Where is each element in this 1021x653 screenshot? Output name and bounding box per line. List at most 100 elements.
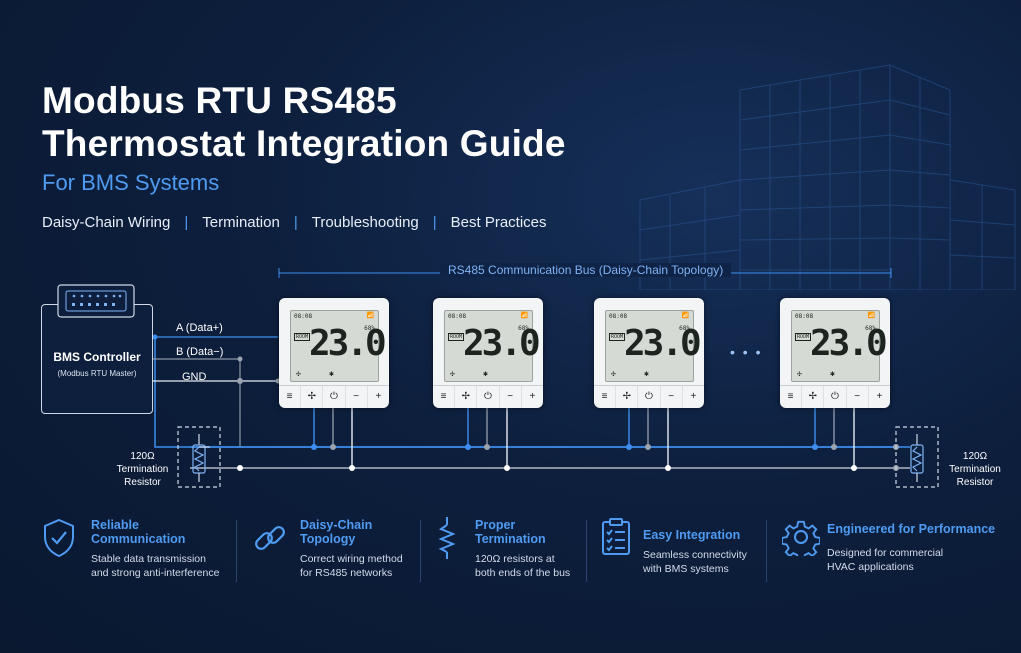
resistor-caption: Termination	[116, 464, 169, 475]
snowflake-icon: ✱	[329, 369, 334, 378]
menu-button[interactable]: ≡	[433, 386, 456, 408]
menu-button[interactable]: ≡	[780, 386, 803, 408]
termination-resistor-right	[895, 426, 939, 488]
resistor-caption: Termination	[949, 464, 1001, 475]
plus-button[interactable]: +	[690, 391, 697, 402]
lcd-time: 08:08	[294, 313, 313, 320]
resistor-value: 120Ω	[130, 451, 155, 462]
lcd-room-tag: ROOM	[448, 333, 465, 341]
snowflake-icon: ✱	[483, 369, 488, 378]
tag-termination: Termination	[202, 214, 280, 231]
fan-icon: ✣	[296, 369, 301, 378]
wifi-icon: 📶	[366, 312, 374, 319]
thermostat-buttons: ≡ ✢ ⏻ − +	[433, 385, 543, 408]
menu-button[interactable]: ≡	[279, 386, 302, 408]
power-button[interactable]: ⏻	[477, 386, 500, 408]
lcd-time: 08:08	[795, 313, 814, 320]
topic-tags: Daisy-Chain Wiring | Termination | Troub…	[42, 214, 547, 231]
feature-title: Topology	[300, 532, 356, 546]
divider	[766, 520, 767, 582]
power-button[interactable]: ⏻	[638, 386, 661, 408]
wire-label-b: B (Data−)	[176, 346, 224, 358]
feature-title: Reliable	[91, 518, 139, 532]
page-title-line2: Thermostat Integration Guide	[42, 123, 566, 164]
plus-button[interactable]: +	[375, 391, 382, 402]
thermostat-buttons: ≡ ✢ ⏻ − +	[279, 385, 389, 408]
chain-link-icon	[255, 526, 285, 550]
snowflake-icon: ✱	[644, 369, 649, 378]
fan-button[interactable]: ✢	[455, 386, 478, 408]
minus-button[interactable]: −	[847, 386, 869, 408]
fan-icon: ✣	[450, 369, 455, 378]
page-title-line1: Modbus RTU RS485	[42, 80, 397, 121]
bms-controller: BMS Controller (Modbus RTU Master)	[41, 284, 153, 414]
fan-icon: ✣	[797, 369, 802, 378]
feature-desc: Correct wiring method for RS485 networks	[300, 552, 403, 580]
lcd-temperature: 23.0	[810, 323, 888, 364]
resistor-caption: Resistor	[956, 477, 994, 488]
snowflake-icon: ✱	[830, 369, 835, 378]
lcd-humidity: 68%	[679, 325, 690, 332]
feature-desc-line: with BMS systems	[643, 563, 729, 575]
feature-title: Engineered for Performance	[827, 522, 996, 536]
resistor-label-left: 120Ω Termination Resistor	[110, 450, 175, 489]
feature-title: Easy Integration	[643, 528, 741, 542]
wifi-icon: 📶	[867, 312, 875, 319]
lcd-room-tag: ROOM	[294, 333, 311, 341]
lcd-humidity: 68%	[364, 325, 375, 332]
gear-icon	[782, 520, 820, 556]
thermostat-3: 08:08 📶 ROOM 23.0 68% ✣ ✱ ≡ ✢ ⏻ − +	[594, 298, 704, 408]
lcd-room-tag: ROOM	[609, 333, 626, 341]
feature-title: Termination	[475, 532, 546, 546]
feature-desc-line: and strong anti-interference	[91, 567, 220, 579]
menu-button[interactable]: ≡	[594, 386, 617, 408]
wire-label-a: A (Data+)	[176, 322, 223, 334]
feature-desc-line: Designed for commercial	[827, 547, 944, 559]
fan-button[interactable]: ✢	[301, 386, 324, 408]
termination-resistor-left	[177, 426, 221, 488]
lcd-humidity: 68%	[865, 325, 876, 332]
tag-separator: |	[432, 214, 437, 231]
thermostat-1: 08:08 📶 ROOM 23.0 68% ✣ ✱ ≡ ✢ ⏻ − +	[279, 298, 389, 408]
minus-button[interactable]: −	[500, 386, 522, 408]
fan-button[interactable]: ✢	[616, 386, 639, 408]
feature-reliable: Reliable Communication Stable data trans…	[91, 518, 219, 580]
feature-desc-line: HVAC applications	[827, 561, 914, 573]
fan-button[interactable]: ✢	[802, 386, 825, 408]
lcd-time: 08:08	[609, 313, 628, 320]
wifi-icon: 📶	[681, 312, 689, 319]
plus-button[interactable]: +	[876, 391, 883, 402]
feature-desc: Stable data transmission and strong anti-…	[91, 552, 219, 580]
more-devices-ellipsis: • • •	[730, 344, 763, 360]
connector-icon	[57, 284, 135, 318]
resistor-icon	[438, 517, 456, 559]
minus-button[interactable]: −	[346, 386, 368, 408]
feature-desc-line: Correct wiring method	[300, 553, 403, 565]
power-button[interactable]: ⏻	[824, 386, 847, 408]
feature-title: Communication	[91, 532, 186, 546]
controller-name: BMS Controller	[53, 350, 141, 364]
feature-title: Proper	[475, 518, 516, 532]
building-illustration	[639, 64, 1016, 290]
thermostat-n: 08:08 📶 ROOM 23.0 68% ✣ ✱ ≡ ✢ ⏻ − +	[780, 298, 890, 408]
minus-button[interactable]: −	[661, 386, 683, 408]
feature-daisy-chain: Daisy-Chain Topology Correct wiring meth…	[300, 518, 403, 580]
thermostat-buttons: ≡ ✢ ⏻ − +	[780, 385, 890, 408]
lcd-room-tag: ROOM	[795, 333, 812, 341]
lcd-temperature: 23.0	[309, 323, 387, 364]
page-subtitle: For BMS Systems	[42, 170, 220, 195]
feature-desc-line: Stable data transmission	[91, 553, 206, 565]
tag-separator: |	[293, 214, 298, 231]
plus-button[interactable]: +	[529, 391, 536, 402]
thermostat-2: 08:08 📶 ROOM 23.0 68% ✣ ✱ ≡ ✢ ⏻ − +	[433, 298, 543, 408]
thermostat-buttons: ≡ ✢ ⏻ − +	[594, 385, 704, 408]
tag-separator: |	[184, 214, 189, 231]
wire-label-gnd: GND	[182, 371, 207, 383]
feature-desc-line: for RS485 networks	[300, 567, 393, 579]
power-button[interactable]: ⏻	[323, 386, 346, 408]
resistor-value: 120Ω	[962, 451, 988, 462]
